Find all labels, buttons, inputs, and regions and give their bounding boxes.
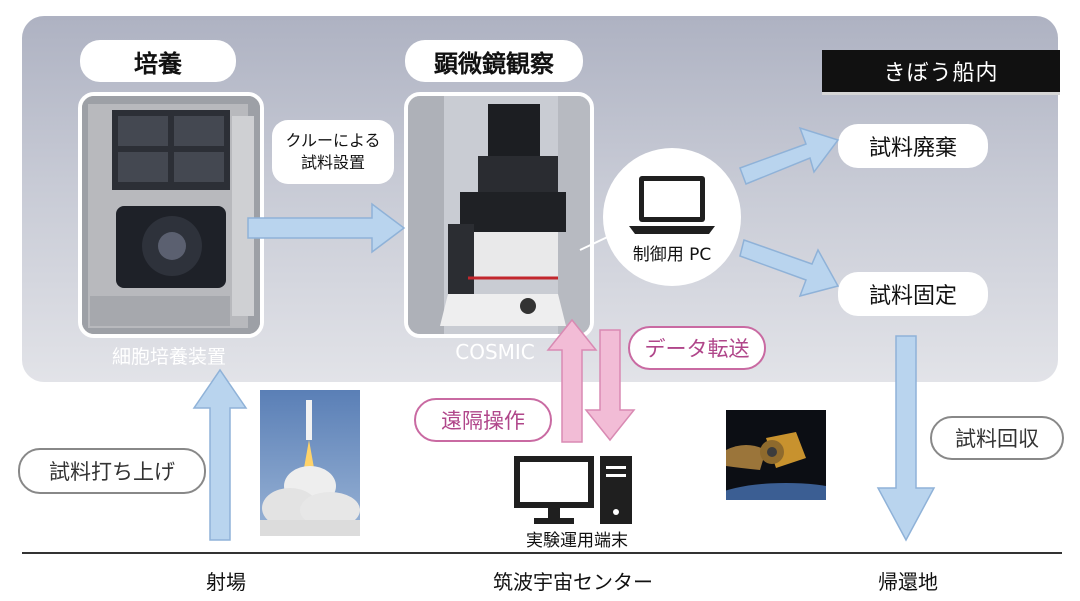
operation-terminal: [510, 454, 640, 526]
sample-launch-label: 試料打ち上げ: [18, 448, 206, 494]
arrow-launch-up: [192, 368, 248, 541]
operation-terminal-label: 実験運用端末: [526, 531, 628, 551]
culture-title: 培養: [80, 40, 236, 82]
crew-setup-line2: 試料設置: [300, 153, 365, 172]
return-site-label: 帰還地: [878, 570, 938, 594]
laptop-icon: [629, 176, 715, 234]
cell-culture-device-caption: 細胞培養装置: [111, 346, 226, 368]
reentry-capsule-image: [726, 410, 826, 500]
rocket-launch-image: [260, 390, 360, 536]
arrow-data-transfer-down: [584, 329, 636, 442]
sample-recovery-label: 試料回収: [930, 416, 1064, 460]
ground-baseline: [22, 552, 1062, 554]
cell-culture-device-photo: [78, 92, 264, 338]
data-transfer-label: データ転送: [628, 326, 766, 370]
crew-setup-line1: クルーによる: [285, 131, 381, 150]
desktop-computer-icon: [514, 456, 632, 524]
arrow-recovery-down: [876, 335, 936, 542]
microscope-title: 顕微鏡観察: [405, 40, 583, 82]
sample-disposal-label: 試料廃棄: [838, 124, 988, 168]
remote-operation-label: 遠隔操作: [414, 398, 552, 442]
control-pc-circle: [603, 148, 741, 286]
arrow-culture-to-microscope: [247, 202, 406, 254]
tsukuba-center-label: 筑波宇宙センター: [493, 570, 653, 594]
iss-label: きぼう船内: [822, 50, 1060, 92]
arrow-remote-operation-up: [546, 318, 598, 443]
arrow-pc-to-fixation: [739, 239, 840, 298]
microscope-photo: [404, 92, 594, 338]
sample-fixation-label: 試料固定: [838, 272, 988, 316]
microscope-caption: COSMIC: [455, 340, 535, 364]
control-pc-label: 制御用 PC: [632, 245, 712, 265]
crew-setup-label: クルーによる 試料設置: [272, 120, 394, 184]
launch-site-label: 射場: [206, 570, 246, 594]
arrow-pc-to-disposal: [739, 126, 840, 185]
